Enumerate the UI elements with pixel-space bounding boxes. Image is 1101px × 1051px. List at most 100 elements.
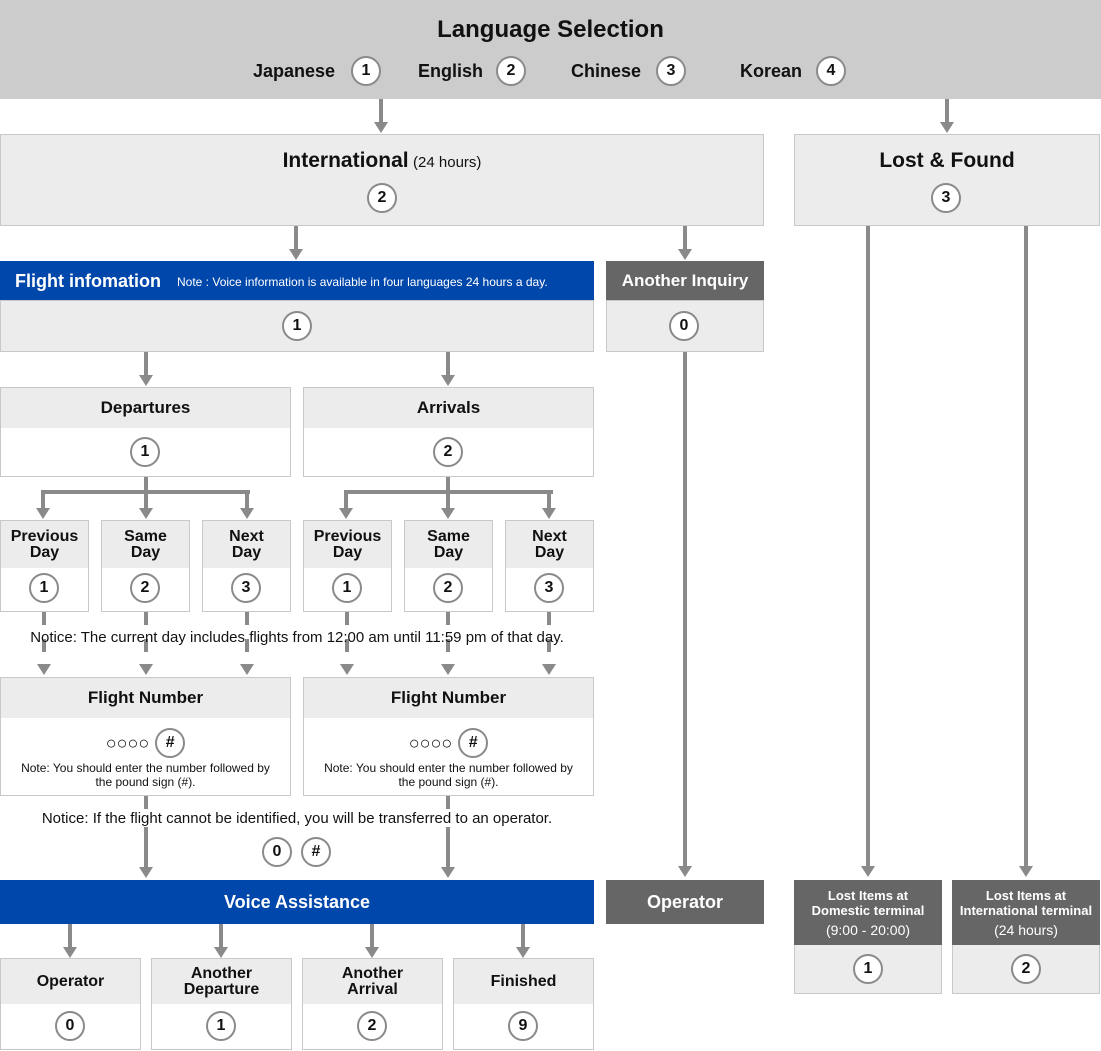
final-option-label: Another Arrival — [303, 959, 442, 1004]
flight-info-title: Flight infomation — [15, 271, 161, 291]
arrivals-same-day: Same Day 2 — [404, 520, 493, 612]
lost-items-international-hours: (24 hours) — [994, 922, 1058, 938]
connector — [370, 924, 374, 948]
arrow-head — [139, 867, 153, 878]
key-final-finished-9: 9 — [508, 1011, 538, 1041]
key-departures-1: 1 — [130, 437, 160, 467]
final-option-label: Finished — [454, 959, 593, 1004]
day-label: Next Day — [506, 521, 593, 568]
arrow-head — [240, 664, 254, 675]
flight-number-entry: ○○○○ # — [304, 728, 593, 758]
arrow-head — [139, 508, 153, 519]
connector — [245, 490, 249, 509]
arrow-head — [861, 866, 875, 877]
flight-info-box: 1 — [0, 300, 594, 352]
key-notice-pound: # — [301, 837, 331, 867]
arrow-head — [542, 508, 556, 519]
departures-next-day: Next Day 3 — [202, 520, 291, 612]
connector — [41, 490, 45, 509]
connector — [219, 924, 223, 948]
flight-info-note: Note : Voice information is available in… — [177, 275, 548, 289]
departures-same-day: Same Day 2 — [101, 520, 190, 612]
pound-key: # — [458, 728, 489, 758]
arrow-head — [289, 249, 303, 260]
pound-key: # — [155, 728, 186, 758]
lost-items-domestic: Lost Items at Domestic terminal (9:00 - … — [794, 880, 942, 994]
language-option-english: English — [418, 61, 484, 81]
language-selection-title: Language Selection — [437, 16, 664, 43]
final-option-another-departure: Another Departure 1 — [151, 958, 292, 1050]
departures-box: Departures 1 — [0, 387, 291, 477]
key-lost-found-3: 3 — [931, 183, 961, 213]
connector — [294, 226, 298, 250]
connector — [446, 477, 450, 493]
key-arrivals-same-2: 2 — [433, 573, 463, 603]
connector — [866, 226, 870, 866]
key-final-operator-0: 0 — [55, 1011, 85, 1041]
voice-assistance-bar: Voice Assistance — [0, 880, 594, 924]
international-title: International — [282, 149, 409, 172]
departures-title: Departures — [1, 388, 290, 428]
language-option-japanese: Japanese — [253, 61, 336, 81]
connector — [683, 352, 687, 866]
day-label: Same Day — [102, 521, 189, 568]
lost-items-international-header: Lost Items at International terminal (24… — [952, 880, 1100, 945]
language-option-chinese: Chinese — [571, 61, 642, 81]
key-lost-international-2: 2 — [1011, 954, 1041, 984]
day-label: Previous Day — [304, 521, 391, 568]
arrow-head — [441, 508, 455, 519]
international-box: International (24 hours) 2 — [0, 134, 764, 226]
key-another-inquiry-0: 0 — [669, 311, 699, 341]
connector — [42, 612, 46, 666]
connector — [345, 612, 349, 666]
arrow-head — [441, 664, 455, 675]
lost-found-box: Lost & Found 3 — [794, 134, 1100, 226]
lost-items-domestic-title: Lost Items at Domestic terminal — [811, 888, 925, 918]
arrow-head — [139, 375, 153, 386]
key-flight-info-1: 1 — [282, 311, 312, 341]
final-option-label: Another Departure — [152, 959, 291, 1004]
departures-previous-day: Previous Day 1 — [0, 520, 89, 612]
flight-number-title: Flight Number — [304, 678, 593, 718]
flight-number-box-departures: Flight Number ○○○○ # Note: You should en… — [0, 677, 291, 796]
arrow-head — [36, 508, 50, 519]
flight-info-header: Flight infomation Note : Voice informati… — [0, 261, 594, 300]
flight-number-note: Note: You should enter the number follow… — [324, 761, 573, 789]
connector — [683, 226, 687, 250]
connector — [446, 490, 450, 509]
arrow-head — [340, 664, 354, 675]
arrow-head — [374, 122, 388, 133]
day-label: Previous Day — [1, 521, 88, 568]
arrow-head — [37, 664, 51, 675]
lost-found-title: Lost & Found — [879, 149, 1015, 172]
connector — [344, 490, 348, 509]
final-option-another-arrival: Another Arrival 2 — [302, 958, 443, 1050]
connector — [144, 477, 148, 493]
arrow-head — [214, 947, 228, 958]
arrivals-title: Arrivals — [304, 388, 593, 428]
connector — [68, 924, 72, 948]
key-final-another-departure-1: 1 — [206, 1011, 236, 1041]
flight-number-placeholder: ○○○○ — [105, 732, 150, 753]
key-international-2: 2 — [367, 183, 397, 213]
key-arrivals-2: 2 — [433, 437, 463, 467]
lost-items-domestic-header: Lost Items at Domestic terminal (9:00 - … — [794, 880, 942, 945]
connector — [521, 924, 525, 948]
arrow-head — [441, 867, 455, 878]
flight-number-placeholder: ○○○○ — [408, 732, 453, 753]
connector — [547, 490, 551, 509]
another-inquiry-box: 0 — [606, 300, 764, 352]
another-inquiry-header: Another Inquiry — [606, 261, 764, 300]
connector — [245, 612, 249, 666]
connector — [446, 612, 450, 666]
arrow-head — [339, 508, 353, 519]
connector — [144, 352, 148, 376]
key-notice-0: 0 — [262, 837, 292, 867]
lost-items-international: Lost Items at International terminal (24… — [952, 880, 1100, 994]
arrow-head — [678, 866, 692, 877]
connector — [945, 99, 949, 123]
key-departures-previous-1: 1 — [29, 573, 59, 603]
international-hours: (24 hours) — [413, 154, 482, 171]
connector — [144, 832, 148, 868]
flight-number-entry: ○○○○ # — [1, 728, 290, 758]
